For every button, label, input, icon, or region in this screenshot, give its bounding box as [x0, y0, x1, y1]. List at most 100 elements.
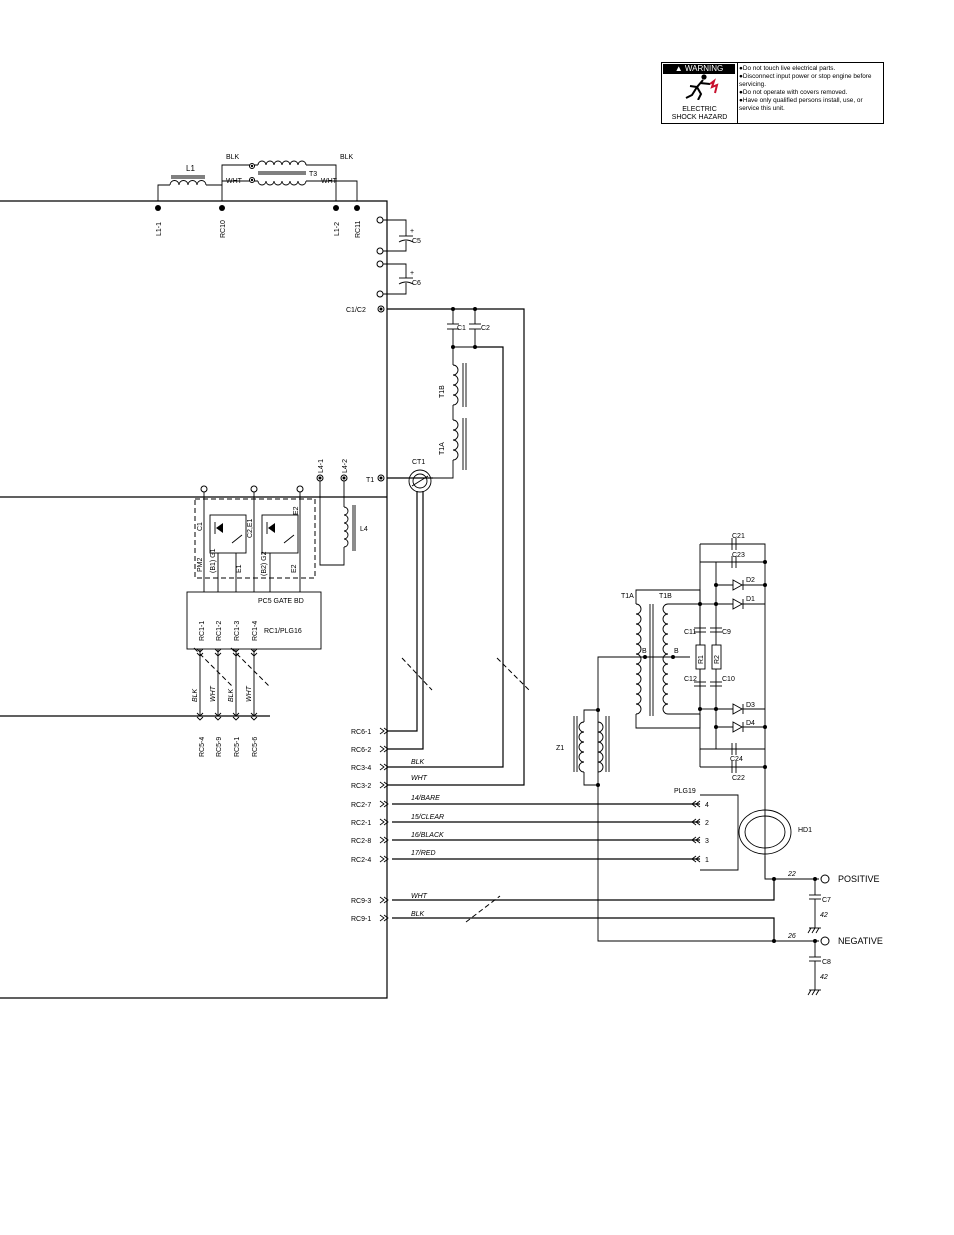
output-transformer: T1A T1B B B — [597, 589, 701, 785]
current-transformer-ct1: T1 CT1 — [366, 459, 530, 750]
harness-wire-2: WHT — [210, 685, 217, 702]
pc5-label: PC5 GATE BD — [258, 598, 304, 605]
rc5-6: RC5-6 — [252, 737, 259, 757]
warning-symbol-panel: ▲ WARNING ELECTRIC SHOCK HAZARD — [662, 63, 738, 123]
warning-item: Disconnect input power or stop engine be… — [739, 73, 883, 89]
connector-chevron — [379, 836, 385, 844]
connector-chevron — [379, 914, 385, 922]
ground-42b: 42 — [820, 974, 828, 981]
pm2-label: PM2 — [197, 558, 204, 573]
label-c10: C10 — [722, 676, 735, 683]
connector-chevron — [695, 800, 701, 808]
connector-chevron — [379, 818, 385, 826]
harness-chevron — [196, 648, 204, 653]
label-t1b: T1B — [439, 385, 446, 398]
label-c9: C9 — [722, 629, 731, 636]
electric-shock-icon — [685, 74, 719, 100]
connector-chevron — [691, 836, 697, 844]
wire-blk-a: BLK — [226, 154, 240, 161]
capacitor-c5: + C5 — [376, 216, 421, 255]
warning-list: Do not touch live electrical parts. Disc… — [739, 65, 883, 114]
label-t1: T1 — [366, 477, 374, 484]
connector-chevron — [691, 855, 697, 863]
wire-wht-b: WHT — [321, 178, 338, 185]
c5-plus: + — [410, 228, 414, 235]
harness-wire-4: WHT — [246, 685, 253, 702]
rc-wire-label: BLK — [411, 759, 425, 766]
harness-wire-1: BLK — [192, 688, 199, 702]
connector-chevron — [383, 727, 389, 735]
connector-chevron — [379, 781, 385, 789]
capacitor-c6: + C6 — [376, 260, 421, 298]
terminal-l1-1: L1-1 — [156, 222, 163, 236]
rc1-4: RC1-4 — [252, 621, 259, 641]
plg19-pin: 2 — [705, 820, 709, 827]
terminal-l1-2: L1-2 — [334, 222, 341, 236]
warning-item: Do not operate with covers removed. — [739, 89, 883, 97]
gate-board-pc5: PC5 GATE BD RC1/PLG16 RC1-1 RC1-2 RC1-3 … — [186, 591, 322, 650]
label-c6: C6 — [412, 280, 421, 287]
label-l4: L4 — [360, 526, 368, 533]
label-d2: D2 — [746, 577, 755, 584]
rc1-1: RC1-1 — [199, 621, 206, 641]
warning-item: Do not touch live electrical parts. — [739, 65, 883, 73]
label-c12: C12 — [684, 676, 697, 683]
rc1-3: RC1-3 — [234, 621, 241, 641]
connector-chevron — [383, 818, 389, 826]
rectifier-network: C21 C23 D2 D1 D3 D4 C24 C22 C11 C9 — [684, 533, 767, 878]
harness-chevron — [196, 716, 204, 721]
pm2-e1: E1 — [236, 564, 243, 573]
harness-chevron — [232, 712, 240, 717]
label-c1: C1 — [457, 325, 466, 332]
rc5-9: RC5-9 — [216, 737, 223, 757]
label-c11: C11 — [684, 629, 696, 636]
wire-22: 22 — [787, 871, 796, 878]
pm2-c1: C1 — [197, 522, 204, 531]
warning-caption-line2: SHOCK HAZARD — [671, 114, 728, 121]
connector-chevron — [695, 818, 701, 826]
pm2-e2-top: E2 — [293, 506, 300, 515]
rc-pin: RC3-4 — [351, 765, 371, 772]
pm2-b2g2: (B2) G2 — [261, 551, 268, 576]
harness-chevron — [232, 652, 240, 657]
label-c21: C21 — [732, 533, 745, 540]
rc-wire-label: 16/BLACK — [411, 832, 444, 839]
transformer-t3: BLK WHT BLK WHT T3 — [221, 154, 358, 201]
terminal-l4-1: L4-1 — [318, 459, 325, 473]
label-b1: B — [642, 648, 647, 655]
connector-chevron — [379, 896, 385, 904]
plug-plg19: PLG19 4 2 3 1 — [674, 788, 739, 871]
rc-pin: RC2-4 — [351, 857, 371, 864]
connector-chevron — [379, 800, 385, 808]
connector-chevron — [695, 855, 701, 863]
rc1-plg16-label: RC1/PLG16 — [264, 628, 302, 635]
rc-pin: RC9-1 — [351, 916, 371, 923]
negative-terminal-label: NEGATIVE — [838, 936, 883, 946]
label-c22: C22 — [732, 775, 745, 782]
rc-wire-label: WHT — [411, 893, 428, 900]
connector-chevron — [383, 800, 389, 808]
warning-label: ▲ WARNING ELECTRIC SHOCK HAZARD Do not t… — [661, 62, 884, 124]
wire-26: 26 — [787, 933, 796, 940]
harness-chevron — [250, 652, 258, 657]
rc-wire-label: 17/RED — [411, 850, 436, 857]
wire-wht-a: WHT — [226, 178, 243, 185]
harness-chevron — [250, 712, 258, 717]
harness-wire-3: BLK — [228, 688, 235, 702]
label-hd1: HD1 — [798, 827, 812, 834]
rc-wire-label: 15/CLEAR — [411, 814, 444, 821]
label-t1a: T1A — [439, 442, 446, 455]
label-b2: B — [674, 648, 679, 655]
connector-chevron — [695, 836, 701, 844]
warning-header: ▲ WARNING — [663, 64, 735, 74]
rc-pin: RC9-3 — [351, 898, 371, 905]
label-ct1: CT1 — [412, 459, 425, 466]
rc-pin: RC2-1 — [351, 820, 371, 827]
harness-chevron — [214, 652, 222, 657]
label-z1: Z1 — [556, 745, 564, 752]
label-plg19: PLG19 — [674, 788, 696, 795]
label-c24: C24 — [730, 756, 743, 763]
label-d4: D4 — [746, 720, 755, 727]
harness-chevron — [250, 648, 258, 653]
